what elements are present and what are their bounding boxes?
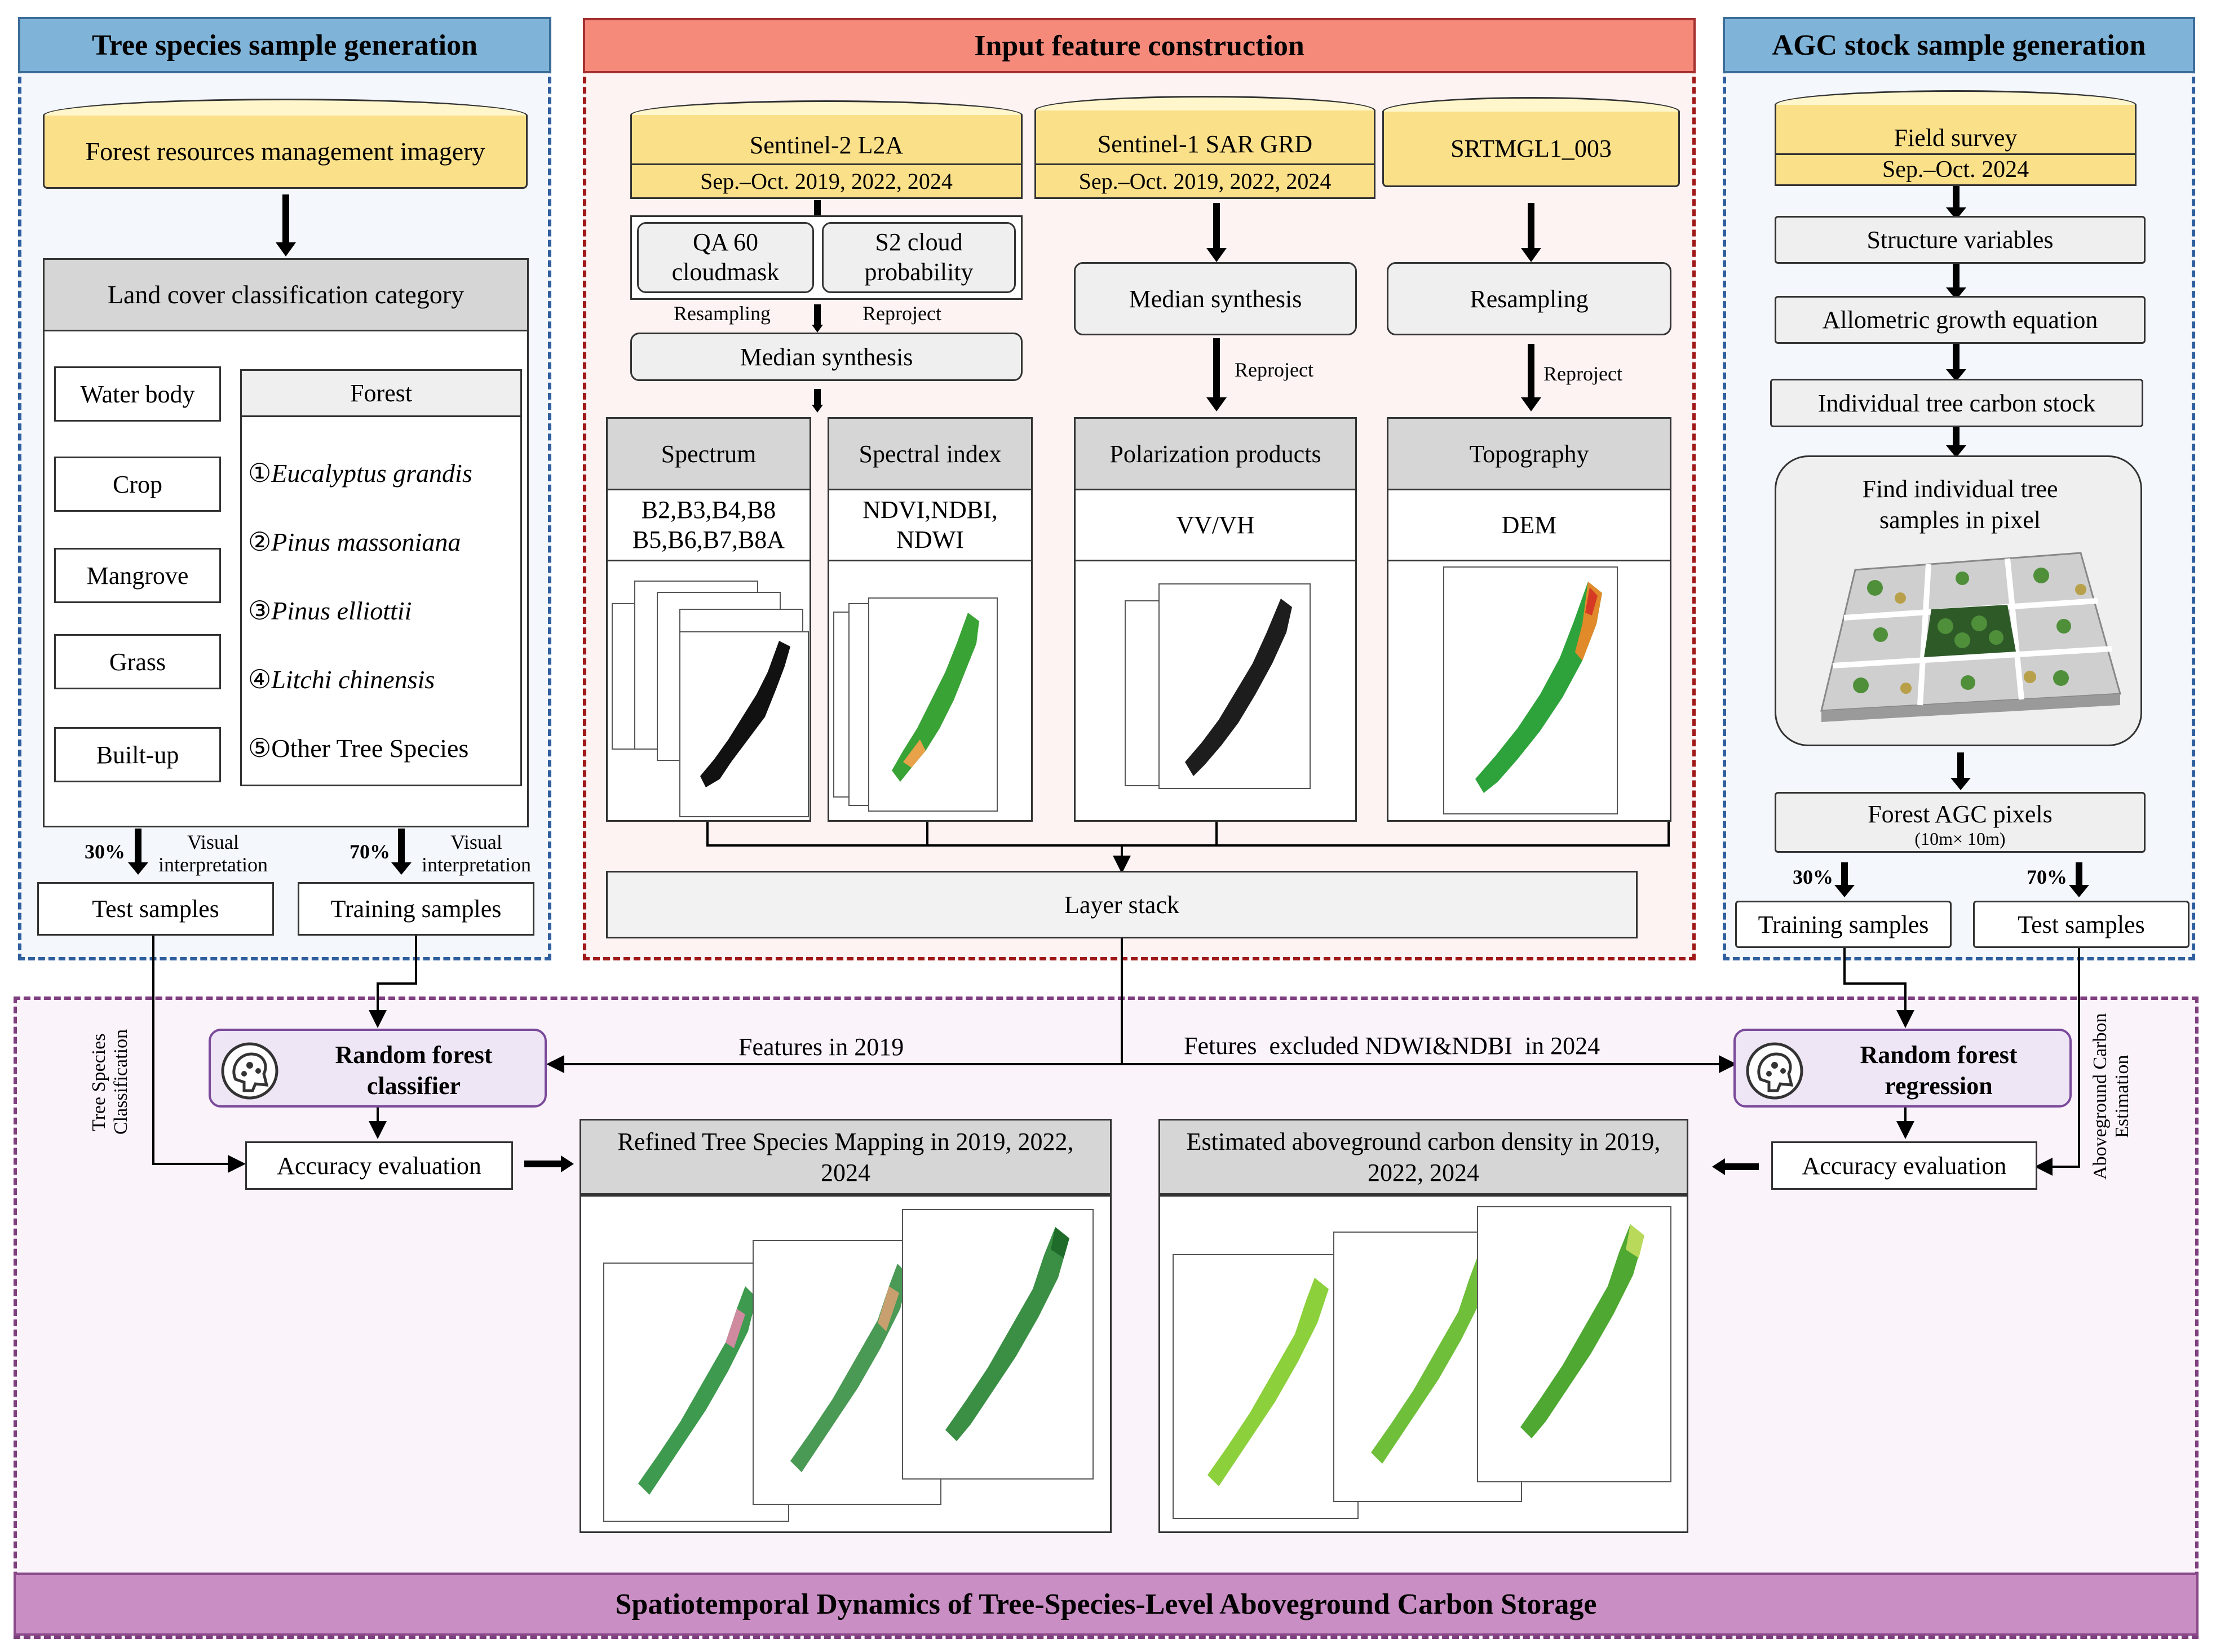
index-map-shape — [892, 613, 979, 782]
left-pct-train: 70% — [350, 840, 390, 863]
right-panel-title: AGC stock sample generation — [1723, 17, 2195, 73]
pol-map-2 — [1158, 583, 1311, 789]
forest-item-3: ③Pinus elliottii — [248, 596, 412, 625]
median-synthesis-s1: Median synthesis — [1074, 262, 1357, 335]
srtm-name: SRTMGL1_003 — [1382, 112, 1680, 187]
dem-map — [1443, 566, 1618, 814]
spectral-index-title: Spectral index — [828, 417, 1033, 490]
reproject-label-s1: Reproject — [1235, 358, 1313, 381]
class-water-body: Water body — [54, 366, 221, 422]
median-synthesis-s2: Median synthesis — [630, 333, 1023, 381]
left-visual-interp-1: Visual interpretation — [158, 831, 268, 876]
pixel-grid-illustration — [1820, 552, 2121, 722]
spectrum-map-shape — [700, 641, 790, 787]
class-mangrove: Mangrove — [54, 548, 221, 603]
sentinel1-cylinder: Sentinel-1 SAR GRD Sep.–Oct. 2019, 2022,… — [1034, 96, 1375, 199]
srtm-cylinder: SRTMGL1_003 — [1382, 97, 1680, 187]
footer-title: Spatiotemporal Dynamics of Tree-Species-… — [14, 1573, 2199, 1636]
forest-item-2: ②Pinus massoniana — [248, 528, 461, 556]
s2cloud-box: S2 cloud probability — [822, 222, 1016, 293]
sentinel2-cylinder: Sentinel-2 L2A Sep.–Oct. 2019, 2022, 202… — [630, 100, 1023, 199]
polarization-title: Polarization products — [1074, 417, 1357, 490]
forest-imagery-cylinder: Forest resources management imagery — [43, 99, 528, 194]
forest-box — [240, 369, 522, 786]
right-pct-test: 70% — [2027, 866, 2067, 888]
reproject-label-s2: Reproject — [862, 302, 941, 325]
qa60-box: QA 60 cloudmask — [637, 222, 814, 293]
sentinel1-name: Sentinel-1 SAR GRD — [1034, 110, 1375, 163]
brain-icon-left — [219, 1040, 281, 1102]
find-samples-box: Find individual tree samples in pixel — [1775, 455, 2142, 746]
sentinel1-dates: Sep.–Oct. 2019, 2022, 2024 — [1034, 163, 1375, 199]
field-survey-cylinder: Field survey Sep.–Oct. 2024 — [1775, 90, 2137, 186]
rf-classifier-label: Random forest classifier — [335, 1041, 493, 1100]
field-survey-name: Field survey — [1775, 105, 2137, 153]
landcover-title: Land cover classification category — [43, 258, 529, 331]
topography-title: Topography — [1387, 417, 1671, 490]
right-test-samples: Test samples — [1973, 901, 2190, 948]
landcover-title-text: Land cover classification category — [107, 280, 465, 309]
accuracy-eval-right: Accuracy evaluation — [1771, 1141, 2037, 1190]
spectrum-bands: B2,B3,B4,B8 B5,B6,B7,B8A — [608, 490, 810, 561]
forest-title: Forest — [240, 369, 522, 417]
forest-agc-pixels-label: Forest AGC pixels — [1868, 800, 2053, 828]
rf-regression-box: Random forest regression — [1733, 1029, 2072, 1108]
carbon-map-2024 — [1477, 1206, 1671, 1482]
topography-list: DEM — [1388, 490, 1670, 561]
forest-agc-pixel-size: (10m× 10m) — [1914, 828, 2006, 849]
rf-regression-label: Random forest regression — [1860, 1041, 2018, 1100]
carbon-map-2019 — [1173, 1254, 1359, 1519]
reproject-label-srtm: Reproject — [1543, 362, 1622, 385]
pol-map-shape — [1185, 599, 1292, 776]
left-visual-interp-2: Visual interpretation — [422, 831, 531, 876]
species-map-2024 — [902, 1209, 1094, 1480]
resampling-label-s2: Resampling — [674, 302, 771, 325]
mapping-title: Refined Tree Species Mapping in 2019, 20… — [580, 1119, 1112, 1195]
middle-panel-title: Input feature construction — [583, 18, 1696, 73]
individual-carbon-stock: Individual tree carbon stock — [1770, 379, 2143, 427]
allometric-equation: Allometric growth equation — [1775, 296, 2146, 344]
dem-map-shape — [1475, 582, 1602, 793]
features-2019-label: Features in 2019 — [738, 1033, 904, 1061]
left-training-samples: Training samples — [298, 882, 534, 936]
spectrum-title: Spectrum — [606, 417, 811, 490]
forest-item-1: ①Eucalyptus grandis — [248, 459, 472, 488]
forest-item-4: ④Litchi chinensis — [248, 665, 435, 694]
right-training-samples: Training samples — [1735, 901, 1952, 948]
sentinel2-dates: Sep.–Oct. 2019, 2022, 2024 — [630, 163, 1023, 199]
field-survey-dates: Sep.–Oct. 2024 — [1775, 153, 2137, 186]
left-test-samples: Test samples — [37, 882, 274, 936]
spectral-index-list: NDVI,NDBI, NDWI — [829, 490, 1031, 561]
class-grass: Grass — [54, 634, 221, 689]
tree-species-classification-label: Tree Species Classification — [88, 1029, 131, 1135]
spectrum-map-5 — [679, 631, 809, 817]
agc-estimation-label: Aboveground Carbon Estimation — [2089, 1013, 2133, 1180]
brain-icon-right — [1744, 1040, 1806, 1102]
resampling-srtm: Resampling — [1387, 262, 1671, 335]
class-crop: Crop — [54, 457, 221, 512]
features-2024-label: Fetures excluded NDWI&NDBI in 2024 — [1184, 1032, 1600, 1060]
index-map-3 — [868, 597, 998, 812]
forest-imagery-label: Forest resources management imagery — [43, 116, 528, 189]
forest-agc-pixels: Forest AGC pixels (10m× 10m) — [1775, 792, 2146, 853]
accuracy-eval-left: Accuracy evaluation — [245, 1141, 513, 1190]
sentinel2-name: Sentinel-2 L2A — [630, 115, 1023, 163]
structure-variables: Structure variables — [1775, 216, 2146, 264]
polarization-list: VV/VH — [1076, 490, 1355, 561]
left-panel-title: Tree species sample generation — [18, 17, 551, 73]
forest-item-5: ⑤Other Tree Species — [248, 734, 469, 763]
left-pct-test: 30% — [85, 840, 125, 863]
rf-classifier-box: Random forest classifier — [209, 1029, 547, 1108]
carbon-title: Estimated aboveground carbon density in … — [1158, 1119, 1688, 1195]
right-pct-train: 30% — [1793, 866, 1833, 888]
layer-stack: Layer stack — [606, 871, 1638, 938]
find-samples-label: Find individual tree samples in pixel — [1862, 475, 2058, 534]
class-built-up: Built-up — [54, 727, 221, 782]
